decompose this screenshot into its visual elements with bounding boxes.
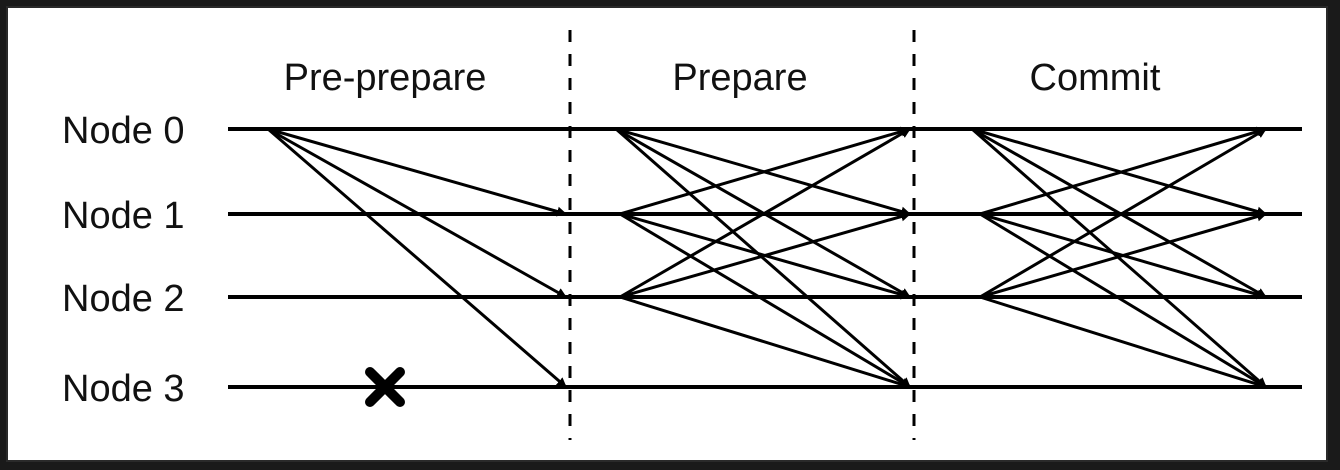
- message-arrow-p1-n1-to-n3: [619, 212, 911, 389]
- message-arrows: [267, 126, 1267, 390]
- message-arrow-p0-n0-to-n2: [267, 127, 567, 299]
- message-arrow-p1-n1-to-n0: [619, 126, 911, 216]
- message-arrow-p2-n1-to-n3: [979, 212, 1267, 389]
- message-arrow-p1-n2-to-n3: [619, 295, 911, 390]
- node-label-3: Node 3: [62, 368, 185, 410]
- node-label-1: Node 1: [62, 195, 185, 237]
- message-arrow-p1-n2-to-n0: [619, 127, 911, 299]
- faulty-node-x-icon: [365, 367, 405, 407]
- message-arrow-p2-n2-to-n3: [979, 295, 1267, 390]
- message-arrow-p1-n0-to-n3: [615, 127, 911, 389]
- message-arrow-p2-n2-to-n0: [979, 127, 1267, 299]
- node-label-0: Node 0: [62, 110, 185, 152]
- phase-label-pre-prepare: Pre-prepare: [284, 57, 487, 99]
- node-label-2: Node 2: [62, 278, 185, 320]
- message-arrow-p2-n1-to-n0: [979, 126, 1267, 216]
- message-arrow-p2-n2-to-n1: [979, 211, 1267, 299]
- message-arrow-p1-n2-to-n1: [619, 211, 911, 299]
- phase-label-prepare: Prepare: [672, 57, 807, 99]
- message-arrow-p0-n0-to-n1: [267, 127, 567, 217]
- message-arrow-p2-n0-to-n2: [971, 127, 1267, 299]
- message-arrow-p0-n0-to-n3: [267, 127, 567, 389]
- phase-label-commit: Commit: [1030, 57, 1161, 99]
